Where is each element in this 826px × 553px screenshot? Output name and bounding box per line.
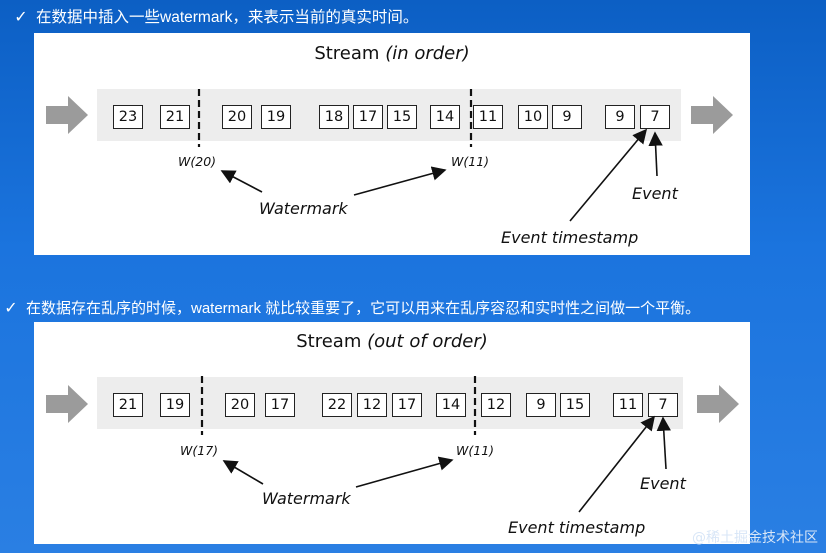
heading-2-text: 在数据存在乱序的时候，watermark 就比较重要了，它可以用来在乱序容忍和实…	[26, 300, 701, 317]
event-box: 20	[225, 393, 255, 417]
event-timestamp-label: Event timestamp	[501, 228, 639, 247]
stream-in-arrow-icon	[46, 385, 88, 423]
panel-2-lines	[200, 376, 671, 513]
event-box: 22	[322, 393, 352, 417]
event-label: Event	[640, 474, 686, 493]
event-box: 14	[430, 105, 460, 129]
event-box: 17	[353, 105, 383, 129]
event-box: 21	[160, 105, 190, 129]
event-box: 11	[613, 393, 643, 417]
timestamp-pointer	[578, 415, 655, 513]
heading-2: ✓ 在数据存在乱序的时候，watermark 就比较重要了，它可以用来在乱序容忍和…	[0, 295, 700, 323]
event-box: 21	[113, 393, 143, 417]
event-box: 15	[560, 393, 590, 417]
panel-title-main: Stream	[296, 331, 362, 352]
heading-1-text: 在数据中插入一些watermark，来表示当前的真实时间。	[36, 9, 419, 26]
event-box: 14	[436, 393, 466, 417]
timestamp-pointer	[569, 128, 648, 222]
event-box: 7	[648, 393, 678, 417]
event-box: 19	[160, 393, 190, 417]
panel-title: Stream (out of order)	[34, 331, 750, 352]
event-timestamp-label: Event timestamp	[508, 518, 646, 537]
event-box: 12	[357, 393, 387, 417]
event-box: 9	[605, 105, 635, 129]
event-box: 11	[473, 105, 503, 129]
event-box: 9	[552, 105, 582, 129]
event-pointer	[656, 416, 671, 470]
panel-title-main: Stream	[314, 43, 380, 64]
panel-title-sub: (out of order)	[367, 331, 488, 352]
site-watermark: @稀土掘金技术社区	[692, 530, 818, 546]
event-box: 19	[261, 105, 291, 129]
watermark-pointer	[220, 170, 263, 193]
watermark-pointer	[353, 166, 447, 196]
event-box: 23	[113, 105, 143, 129]
stream-out-arrow-icon	[691, 96, 733, 134]
watermark-label: Watermark	[259, 199, 348, 218]
stream-in-order-panel: Stream (in order) 23 21 20 19 18 17 15 1…	[34, 33, 750, 255]
check-icon: ✓	[14, 9, 28, 26]
heading-1: ✓ 在数据中插入一些watermark，来表示当前的真实时间。	[0, 4, 418, 32]
stream-out-arrow-icon	[697, 385, 739, 423]
watermark-label: Watermark	[262, 489, 351, 508]
event-box: 20	[222, 105, 252, 129]
event-box: 15	[387, 105, 417, 129]
watermark-pointer	[355, 456, 454, 488]
stream-in-arrow-icon	[46, 96, 88, 134]
event-box: 18	[319, 105, 349, 129]
stream-out-of-order-panel: Stream (out of order) 21 19 20 17 22 12 …	[34, 322, 750, 544]
watermark-pointer	[222, 460, 264, 485]
watermark-a-label: W(20)	[178, 154, 217, 169]
check-icon: ✓	[4, 300, 18, 317]
watermark-b-label: W(11)	[451, 154, 490, 169]
event-box: 17	[265, 393, 295, 417]
event-box: 10	[518, 105, 548, 129]
event-pointer	[648, 131, 663, 177]
event-box: 17	[392, 393, 422, 417]
event-label: Event	[632, 184, 678, 203]
panel-title: Stream (in order)	[34, 43, 750, 64]
watermark-b-label: W(11)	[456, 443, 495, 458]
watermark-a-label: W(17)	[180, 443, 219, 458]
panel-title-sub: (in order)	[385, 43, 470, 64]
event-box: 7	[640, 105, 670, 129]
event-box: 12	[481, 393, 511, 417]
event-box: 9	[526, 393, 556, 417]
panel-1-lines	[197, 89, 663, 222]
